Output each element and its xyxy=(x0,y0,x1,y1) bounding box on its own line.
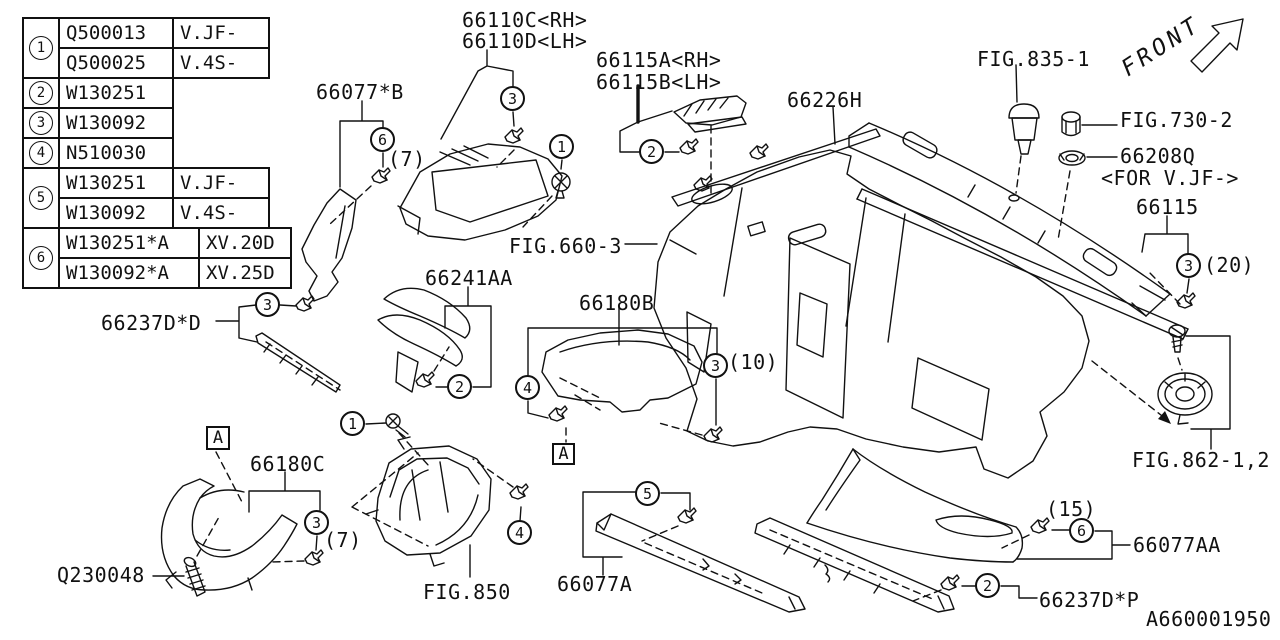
count-7a: (7) xyxy=(388,147,426,171)
callout-4[interactable]: 4 xyxy=(507,520,532,545)
view-marker-a: A xyxy=(206,426,230,450)
screw-q230048-art xyxy=(152,516,220,597)
count-10: (10) xyxy=(728,350,779,374)
ref-badge: 4 xyxy=(22,137,60,169)
a-marker-dash-art xyxy=(215,451,243,503)
fig-ref-730-2[interactable]: FIG.730-2 xyxy=(1120,108,1233,132)
vent-66115ab-art xyxy=(619,84,747,197)
plug-fig730-art xyxy=(1057,111,1118,241)
fig-ref-862-12[interactable]: FIG.862-1,2 xyxy=(1132,448,1270,472)
callout-3[interactable]: 3 xyxy=(500,86,525,111)
strip-66237dd-art xyxy=(215,295,341,393)
callout-2[interactable]: 2 xyxy=(639,139,664,164)
fig-ref-660-3[interactable]: FIG.660-3 xyxy=(509,234,622,258)
fig-ref-835-1[interactable]: FIG.835-1 xyxy=(977,47,1090,71)
ref-badge: 2 xyxy=(22,77,60,109)
part-number[interactable]: Q500025 xyxy=(58,47,174,79)
part-number[interactable]: W130251 xyxy=(58,167,174,199)
callout-2[interactable]: 2 xyxy=(447,374,472,399)
ref-badge: 6 xyxy=(22,227,60,289)
part-label-66077b[interactable]: 66077*B xyxy=(316,80,404,104)
part-number[interactable]: W130092 xyxy=(58,107,174,139)
callout-2[interactable]: 2 xyxy=(975,573,1000,598)
table-row[interactable]: 2 W130251 xyxy=(22,77,292,109)
callout-3[interactable]: 3 xyxy=(1176,253,1201,278)
part-label-66077aa[interactable]: 66077AA xyxy=(1133,533,1221,557)
table-row[interactable]: 4 N510030 xyxy=(22,137,292,169)
part-label-66237dd[interactable]: 66237D*D xyxy=(101,311,202,335)
clip-4-chain-art xyxy=(472,458,529,522)
view-marker-a: A xyxy=(552,443,575,465)
table-row[interactable]: 3 W130092 xyxy=(22,107,292,139)
clip-66115-art xyxy=(1141,215,1196,309)
part-label-66208q[interactable]: 66208Q xyxy=(1120,144,1196,168)
ref-badge: 3 xyxy=(22,107,60,139)
strip-66077a-art xyxy=(582,491,806,613)
part-label-66180b[interactable]: 66180B xyxy=(579,291,655,315)
part-number[interactable]: N510030 xyxy=(58,137,174,169)
callout-6[interactable]: 6 xyxy=(1069,518,1094,543)
applicability: V.JF- xyxy=(172,17,270,49)
part-number[interactable]: W130092 xyxy=(58,197,174,229)
cover-66180b-art xyxy=(527,306,723,443)
callout-3[interactable]: 3 xyxy=(255,292,280,317)
count-7b: (7) xyxy=(324,528,362,552)
speaker-fig862-art xyxy=(1091,324,1231,450)
part-label-q230048[interactable]: Q230048 xyxy=(57,563,145,587)
count-15: (15) xyxy=(1046,497,1097,521)
fig-ref-850[interactable]: FIG.850 xyxy=(423,580,511,604)
part-label-66077a[interactable]: 66077A xyxy=(557,572,633,596)
part-label-66110d[interactable]: 66110D<LH> xyxy=(462,29,588,53)
instrument-panel-body-art xyxy=(624,143,1090,479)
applicability: V.4S- xyxy=(172,197,270,229)
callout-1[interactable]: 1 xyxy=(549,134,574,159)
garnish-66077b-art xyxy=(301,100,391,302)
callout-4[interactable]: 4 xyxy=(515,375,540,400)
part-label-66115a[interactable]: 66115A<RH> xyxy=(596,48,722,72)
part-label-66115b[interactable]: 66115B<LH> xyxy=(596,70,722,94)
applicability: XV.25D xyxy=(198,257,292,289)
strip-66226h-art xyxy=(671,106,881,207)
applicability: V.4S- xyxy=(172,47,270,79)
part-label-66180c[interactable]: 66180C xyxy=(250,452,326,476)
part-number[interactable]: W130251 xyxy=(58,77,174,109)
strip-66237dp-art xyxy=(754,517,1038,613)
part-label-66226h[interactable]: 66226H xyxy=(787,88,863,112)
callout-3[interactable]: 3 xyxy=(703,353,728,378)
trim-66077aa-art xyxy=(806,448,1131,563)
callout-5[interactable]: 5 xyxy=(635,481,660,506)
front-arrow-icon xyxy=(1190,18,1244,73)
meter-fig850-art xyxy=(351,413,492,578)
glovebox-66110-art xyxy=(397,49,563,241)
callout-6[interactable]: 6 xyxy=(370,127,395,152)
part-number[interactable]: W130092*A xyxy=(58,257,200,289)
part-label-66110c[interactable]: 66110C<RH> xyxy=(462,8,588,32)
callout-1[interactable]: 1 xyxy=(340,411,365,436)
note-for-vjf: <FOR V.JF-> xyxy=(1101,166,1239,190)
diagram-id: A660001950 xyxy=(1146,607,1272,631)
part-number[interactable]: Q500013 xyxy=(58,17,174,49)
defroster-band-66115-art xyxy=(848,122,1189,340)
ref-badge: 1 xyxy=(22,17,60,79)
visor-66180c-art xyxy=(160,471,324,591)
screw-1-top-art xyxy=(522,159,571,228)
part-label-66241aa[interactable]: 66241AA xyxy=(425,266,513,290)
callout-3[interactable]: 3 xyxy=(304,510,329,535)
ref-badge: 5 xyxy=(22,167,60,229)
duct-66241aa-art xyxy=(377,286,492,393)
applicability: V.JF- xyxy=(172,167,270,199)
applicability: XV.20D xyxy=(198,227,292,259)
count-20: (20) xyxy=(1204,253,1255,277)
part-label-66237dp[interactable]: 66237D*P xyxy=(1039,588,1140,612)
sensor-fig835-art xyxy=(1008,64,1040,202)
part-label-66115[interactable]: 66115 xyxy=(1136,195,1199,219)
part-number[interactable]: W130251*A xyxy=(58,227,200,259)
